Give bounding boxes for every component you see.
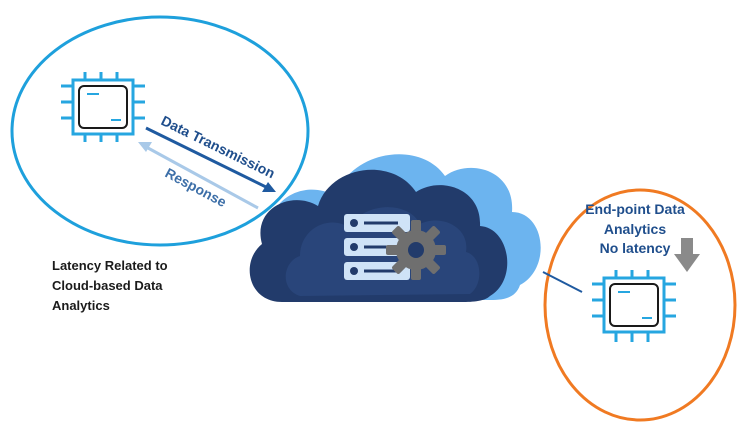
endpoint-label-line1: End-point Data bbox=[585, 201, 685, 217]
cloud-latency-caption: Latency Related to Cloud-based Data Anal… bbox=[52, 256, 212, 316]
cloud-latency-line1: Latency Related to bbox=[52, 258, 168, 273]
gear-icon bbox=[386, 220, 446, 280]
endpoint-connector-line bbox=[542, 271, 583, 293]
cpu-chip-icon bbox=[61, 72, 145, 142]
cloud-device-ring bbox=[10, 15, 310, 247]
response-arrow bbox=[138, 142, 259, 210]
endpoint-device-ring bbox=[543, 188, 737, 422]
cloud-latency-line2: Cloud-based Data bbox=[52, 278, 163, 293]
endpoint-label-line3: No latency bbox=[600, 240, 671, 256]
cloud-latency-line3: Analytics bbox=[52, 298, 110, 313]
down-arrow-icon bbox=[674, 238, 700, 272]
cpu-chip-icon bbox=[592, 270, 676, 342]
data-transmission-arrow bbox=[145, 126, 276, 192]
endpoint-label-line2: Analytics bbox=[604, 221, 666, 237]
